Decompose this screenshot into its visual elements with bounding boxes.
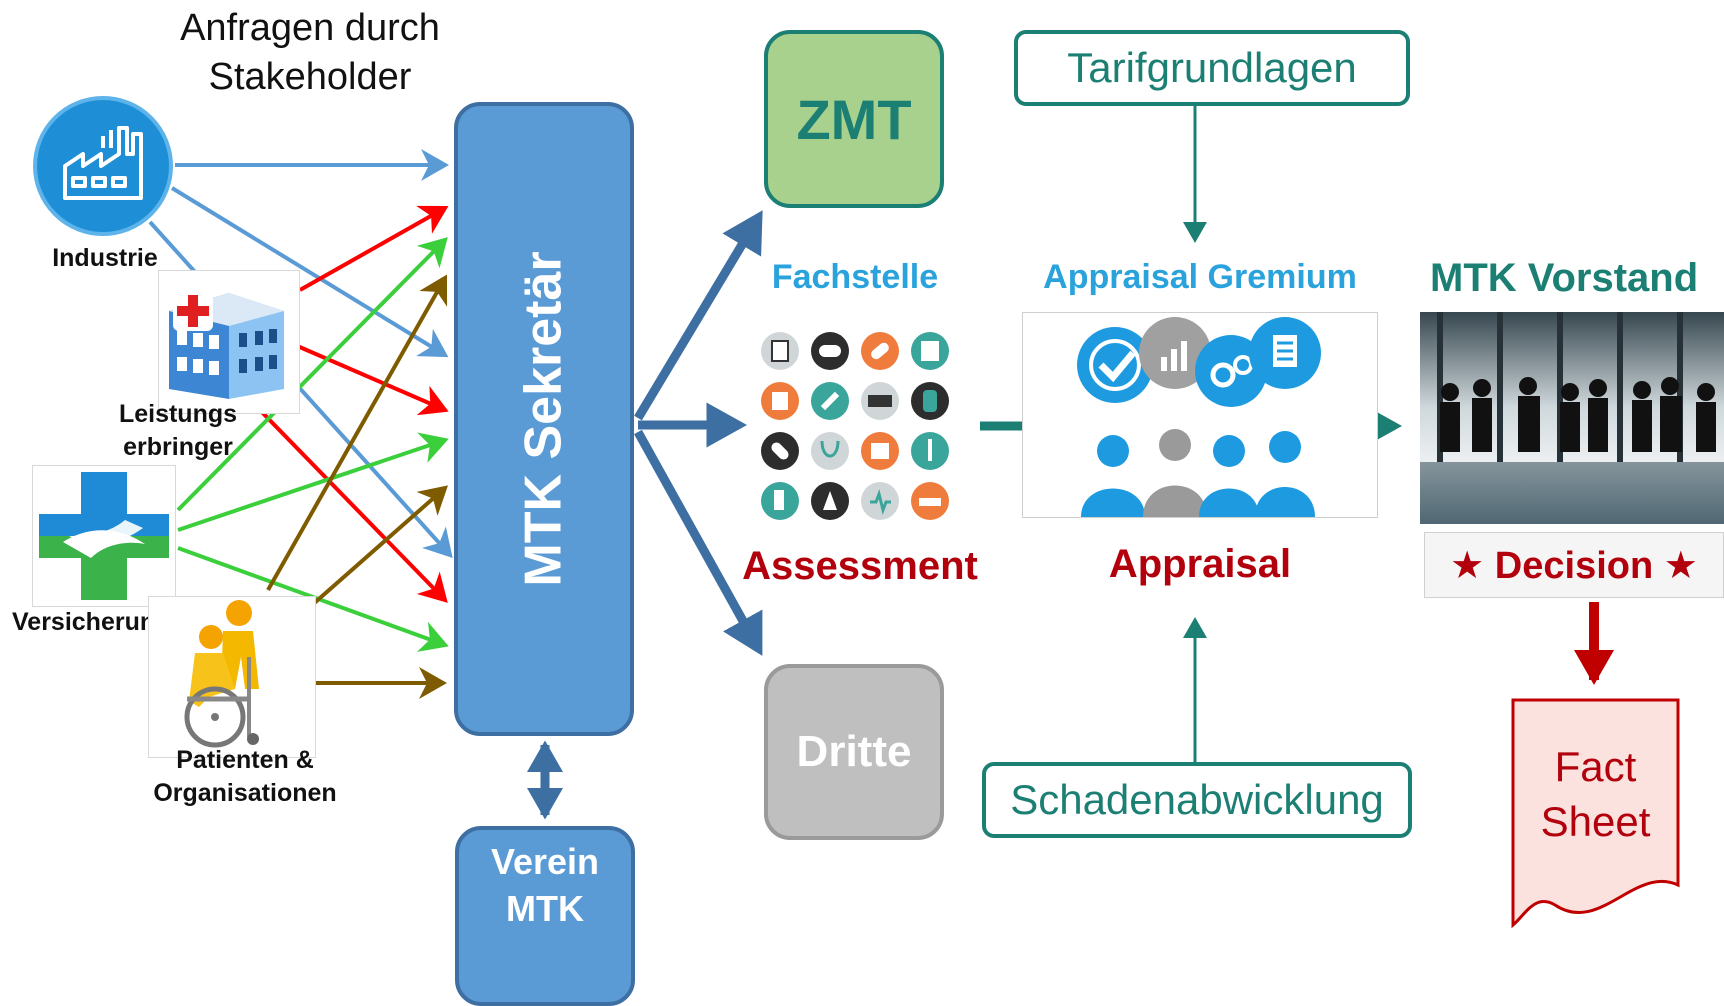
- leistungserbringer-arrows: [253, 205, 449, 603]
- arrow-leistungserbringer-1: [299, 205, 449, 292]
- verein-mtk-box: Verein MTK: [455, 826, 635, 1006]
- arrow-to-zmt: [634, 210, 763, 421]
- tarifgrundlagen-box: Tarifgrundlagen: [1014, 30, 1410, 106]
- zmt-box: ZMT: [764, 30, 944, 208]
- factory-icon: [33, 96, 173, 241]
- stakeholder-heading: Anfragen durch Stakeholder: [150, 4, 470, 103]
- arrow-to-dritte: [634, 429, 763, 656]
- assessment-icon-grid: [755, 326, 955, 526]
- label-leistungserbringer-line2: erbringer: [123, 432, 233, 461]
- arrow-versicherungen-2: [177, 432, 449, 532]
- wheelchair-patient-icon: [148, 596, 316, 758]
- arrow-versicherungen-1: [176, 237, 448, 512]
- secretary-outflow-arrows: [634, 210, 763, 656]
- fachstelle-heading: Fachstelle: [771, 258, 939, 296]
- arrow-leistungserbringer-2: [294, 343, 449, 416]
- label-patienten-line2: Organisationen: [153, 778, 337, 807]
- schadenabwicklung-box: Schadenabwicklung: [982, 762, 1412, 838]
- fact-sheet-label: Fact Sheet: [1513, 740, 1678, 849]
- mtk-vorstand-heading: MTK Vorstand: [1430, 256, 1699, 300]
- stakeholder-heading-line2: Stakeholder: [208, 56, 412, 99]
- label-leistungserbringer: Leistungs erbringer: [108, 398, 248, 463]
- arrow-industrie-2: [170, 186, 449, 358]
- board-meeting-photo: [1420, 312, 1724, 524]
- appraisal-committee-illustration: [1022, 312, 1378, 518]
- decision-banner: ★ Decision ★: [1424, 532, 1724, 598]
- hospital-icon: [158, 270, 300, 414]
- appraisal-gremium-heading: Appraisal Gremium: [1043, 258, 1357, 296]
- label-industrie: Industrie: [52, 244, 158, 272]
- mtk-secretary-label: MTK Sekretär: [515, 251, 574, 587]
- arrow-patienten-2: [293, 485, 449, 622]
- patienten-arrows: [266, 274, 449, 699]
- label-patienten: Patienten & Organisationen: [140, 744, 350, 809]
- dritte-box: Dritte: [764, 664, 944, 840]
- verein-label-line1: Verein: [490, 841, 600, 883]
- assessment-label: Assessment: [742, 544, 978, 588]
- insurance-cross-icon: [32, 465, 176, 607]
- appraisal-label: Appraisal: [1108, 542, 1292, 586]
- medical-icons: [761, 332, 949, 520]
- fact-sheet-document-shape: [1511, 698, 1680, 929]
- arrow-patienten-1: [266, 274, 448, 591]
- verein-label-line2: MTK: [506, 888, 584, 929]
- mtk-secretary-box: MTK Sekretär: [454, 102, 634, 736]
- fact-sheet-line2: Sheet: [1540, 797, 1651, 845]
- label-leistungserbringer-line1: Leistungs: [118, 400, 238, 428]
- label-patienten-line1: Patienten &: [176, 746, 314, 774]
- arrow-leistungserbringer-3: [253, 403, 448, 603]
- stakeholder-heading-line1: Anfragen durch: [180, 7, 440, 49]
- fact-sheet-line1: Fact: [1554, 743, 1637, 790]
